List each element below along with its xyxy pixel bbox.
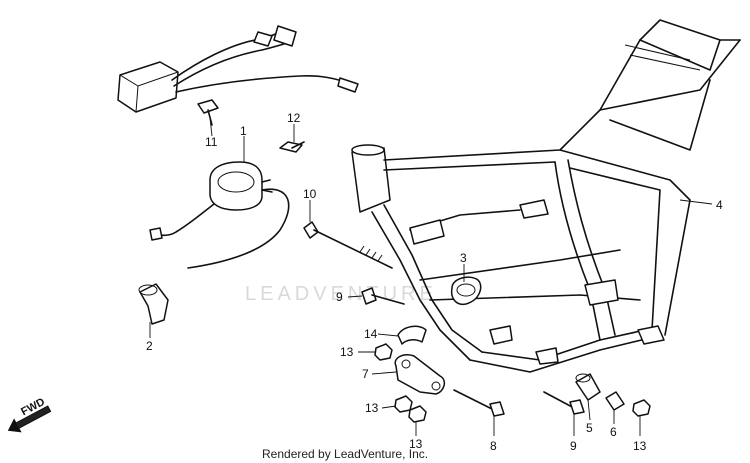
- bolt-10-drawing: [303, 221, 393, 269]
- bolt-11-drawing: [197, 99, 219, 126]
- footer-credit: Rendered by LeadVenture, Inc.: [262, 447, 428, 461]
- nut-13a-drawing: [374, 343, 393, 361]
- callout-6: 6: [610, 425, 617, 439]
- callout-3: 3: [460, 251, 467, 265]
- nut-13c-drawing: [408, 405, 427, 423]
- clamp-3-drawing: [450, 276, 482, 306]
- collar-5-drawing: [575, 373, 601, 401]
- callout-7: 7: [362, 367, 369, 381]
- callout-12: 12: [287, 111, 301, 125]
- collar-6-drawing: [605, 391, 625, 411]
- callout-9-left: 9: [336, 290, 343, 304]
- bolt-9a-drawing: [361, 287, 405, 305]
- bolt-9b-drawing: [543, 391, 585, 415]
- bracket-7-drawing: [394, 354, 446, 395]
- callout-9-right: 9: [570, 439, 577, 453]
- callout-10: 10: [303, 187, 317, 201]
- frame-drawing: [351, 19, 741, 373]
- clamp-14-drawing: [397, 325, 427, 345]
- bolt-12-drawing: [279, 141, 305, 153]
- callout-2: 2: [146, 339, 153, 353]
- callout-14: 14: [364, 327, 378, 341]
- plug-cap-drawing: [138, 283, 169, 325]
- nut-13d-drawing: [632, 399, 651, 417]
- callout-13-a: 13: [340, 345, 354, 359]
- callout-13-d: 13: [633, 439, 647, 453]
- bolt-8-drawing: [453, 389, 505, 417]
- callout-4: 4: [716, 198, 723, 212]
- callout-13-c: 13: [409, 437, 423, 451]
- callout-8: 8: [490, 439, 497, 453]
- callout-13-b: 13: [365, 401, 379, 415]
- callout-1: 1: [240, 124, 247, 138]
- ignition-coil-drawing: [149, 161, 290, 269]
- wire-harness-drawing: [117, 25, 359, 113]
- callout-11: 11: [205, 135, 218, 149]
- leader-lines: [149, 117, 713, 436]
- fwd-arrow-icon: FWD: [7, 396, 52, 433]
- callout-5: 5: [586, 421, 593, 435]
